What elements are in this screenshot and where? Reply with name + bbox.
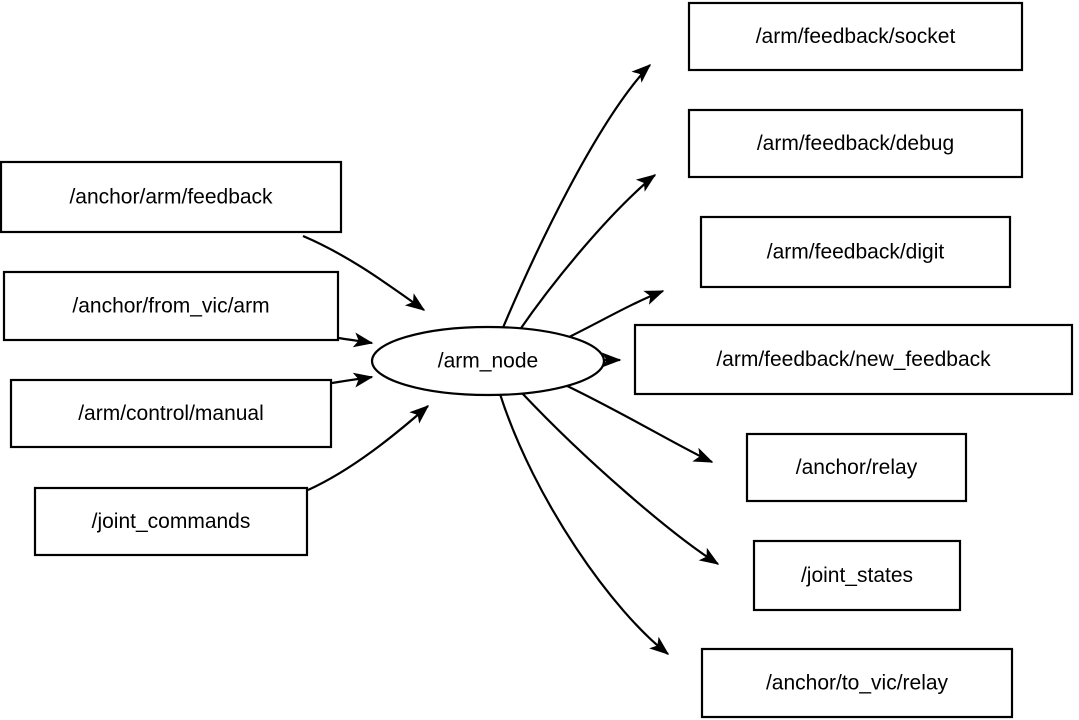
node-label: /anchor/from_vic/arm [72,295,269,318]
node-label: /arm/feedback/debug [757,132,954,155]
edge-line [500,64,651,331]
arrowhead-icon [698,547,720,565]
node-label: /arm/feedback/new_feedback [716,348,991,371]
arrowhead-icon [404,293,426,311]
edges-layer [302,64,720,655]
node-label: /joint_commands [92,510,251,533]
topic-node-arm-control-manual[interactable]: /arm/control/manual [9,378,333,449]
edge-arm-node-to-joint-states [520,391,720,565]
node-rect[interactable] [9,378,333,449]
node-rect[interactable] [700,647,1014,719]
edge-arm-node-to-socket [500,64,652,331]
arrowhead-icon [352,332,374,348]
node-rect[interactable] [0,160,343,234]
arrowhead-icon [601,352,622,368]
arrowhead-icon [692,447,714,463]
edge-anchor-arm-feedback-to-arm-node [302,234,426,311]
edge-arm-node-to-anchor-to-vic-relay [498,393,670,655]
edge-arm-node-to-debug [518,174,657,332]
edge-arm-node-to-digit [564,289,665,340]
topic-node-anchor-relay[interactable]: /anchor/relay [745,432,968,503]
node-ellipse[interactable] [370,325,606,397]
edge-arm-node-to-new-feedback [601,352,622,368]
edge-line [302,234,425,311]
edge-joint-commands-to-arm-node [307,405,430,492]
node-rect[interactable] [687,108,1024,179]
topic-node-anchor-arm-feedback[interactable]: /anchor/arm/feedback [0,160,343,234]
edge-line [498,393,669,655]
arrowhead-icon [409,405,430,424]
node-rect[interactable] [33,486,309,557]
node-label: /arm/feedback/digit [767,241,945,264]
topic-node-arm-feedback-debug[interactable]: /arm/feedback/debug [687,108,1024,179]
node-label: /joint_states [801,564,913,587]
topic-node-anchor-from-vic-arm[interactable]: /anchor/from_vic/arm [2,270,340,342]
topic-node-arm-feedback-socket[interactable]: /arm/feedback/socket [687,1,1024,72]
node-rect[interactable] [699,215,1012,289]
node-label: /anchor/arm/feedback [69,186,273,209]
node-rect[interactable] [745,432,968,503]
node-label: /arm/control/manual [78,402,264,425]
arrowhead-icon [352,372,374,388]
topic-node-joint-states[interactable]: /joint_states [752,539,962,612]
node-label: /arm_node [438,350,538,373]
topic-node-arm-feedback-new-feedback[interactable]: /arm/feedback/new_feedback [633,323,1074,396]
node-arm_node[interactable]: /arm_node [370,325,606,397]
topic-node-anchor-to-vic-relay[interactable]: /anchor/to_vic/relay [700,647,1014,719]
node-rect[interactable] [687,1,1024,72]
arrowhead-icon [649,636,670,655]
arrowhead-icon [635,174,657,192]
edge-arm-control-manual-to-arm-node [331,372,374,388]
node-label: /anchor/to_vic/relay [766,672,949,695]
node-rect[interactable] [752,539,962,612]
edge-line [518,174,656,332]
topic-node-joint-commands[interactable]: /joint_commands [33,486,309,557]
edge-line [307,405,429,492]
node-rect[interactable] [633,323,1074,396]
edge-anchor-from-vic-arm-to-arm-node [338,332,374,348]
arrowhead-icon [631,64,652,83]
edge-line [562,383,713,463]
node-rect[interactable] [2,270,340,342]
node-label: /arm/feedback/socket [756,25,956,48]
arrowhead-icon [643,290,665,305]
edge-arm-node-to-anchor-relay [562,383,714,463]
topic-node-arm-feedback-digit[interactable]: /arm/feedback/digit [699,215,1012,289]
node-label: /anchor/relay [796,456,918,479]
edge-line [520,391,719,565]
